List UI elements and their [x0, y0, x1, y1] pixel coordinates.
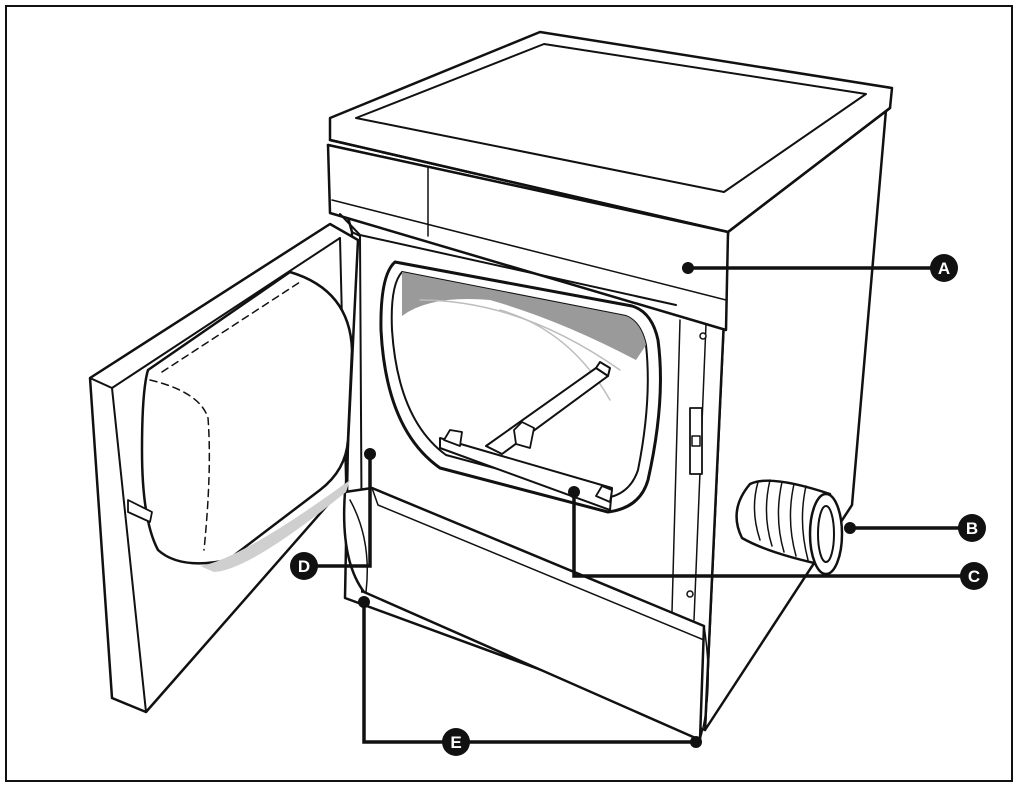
kick-panel-right-edge — [699, 625, 709, 741]
drum-baffle-end — [595, 361, 611, 377]
callout-label-e: E — [450, 733, 461, 752]
callout-label-c: C — [968, 567, 980, 586]
drum-baffle-bracket — [513, 421, 535, 449]
callout-dot-b — [844, 522, 856, 534]
callout-dot-e2 — [690, 736, 702, 748]
duct-rib-4 — [789, 483, 797, 557]
control-console-bevel — [331, 199, 727, 301]
exhaust-duct — [735, 479, 832, 568]
exhaust-vent-opening — [817, 505, 835, 563]
drum-back-curve-2 — [499, 309, 611, 401]
door-switch-button — [691, 435, 701, 447]
callout-badge-c: C — [960, 562, 988, 590]
kick-panel — [342, 486, 706, 742]
callout-line-c — [572, 492, 966, 578]
door-latch — [127, 499, 153, 523]
callout-badge-e: E — [442, 728, 470, 756]
hinge-screw-bottom — [686, 590, 694, 598]
callout-label-d: D — [298, 557, 310, 576]
callout-dots — [358, 262, 856, 748]
callout-dot-e1 — [358, 596, 370, 608]
duct-rib-5 — [801, 485, 809, 561]
door-frame-inner-edge — [351, 231, 363, 593]
callout-line-e — [362, 602, 696, 744]
drum-shadow — [402, 272, 646, 360]
callout-label-a: A — [938, 259, 950, 278]
door-shadow — [200, 480, 350, 572]
kick-panel-curve — [349, 499, 369, 593]
callout-dot-d — [364, 448, 376, 460]
callout-line-d — [312, 454, 372, 568]
callout-lines — [312, 266, 966, 744]
duct-rib-3 — [777, 481, 785, 553]
callout-badge-b: B — [958, 514, 986, 542]
duct-rib-1 — [753, 481, 761, 541]
kick-panel-top-edge — [371, 487, 705, 641]
callout-label-b: B — [966, 519, 978, 538]
door-edge-2 — [111, 237, 341, 389]
door-bulge-seam-2 — [161, 281, 301, 373]
callout-dot-c — [568, 486, 580, 498]
door-inner-bulge — [140, 270, 354, 565]
callout-dot-a — [682, 262, 694, 274]
callout-badge-d: D — [290, 552, 318, 580]
cabinet-top-inset — [355, 43, 867, 193]
hinge-screw-top — [699, 332, 707, 340]
front-right-seam — [671, 319, 681, 613]
door-bulge-seam — [149, 379, 211, 551]
lint-filter-right-clip — [595, 485, 613, 503]
lint-filter-left-clip — [443, 429, 463, 447]
duct-rib-2 — [765, 479, 773, 547]
callout-badge-a: A — [930, 254, 958, 282]
